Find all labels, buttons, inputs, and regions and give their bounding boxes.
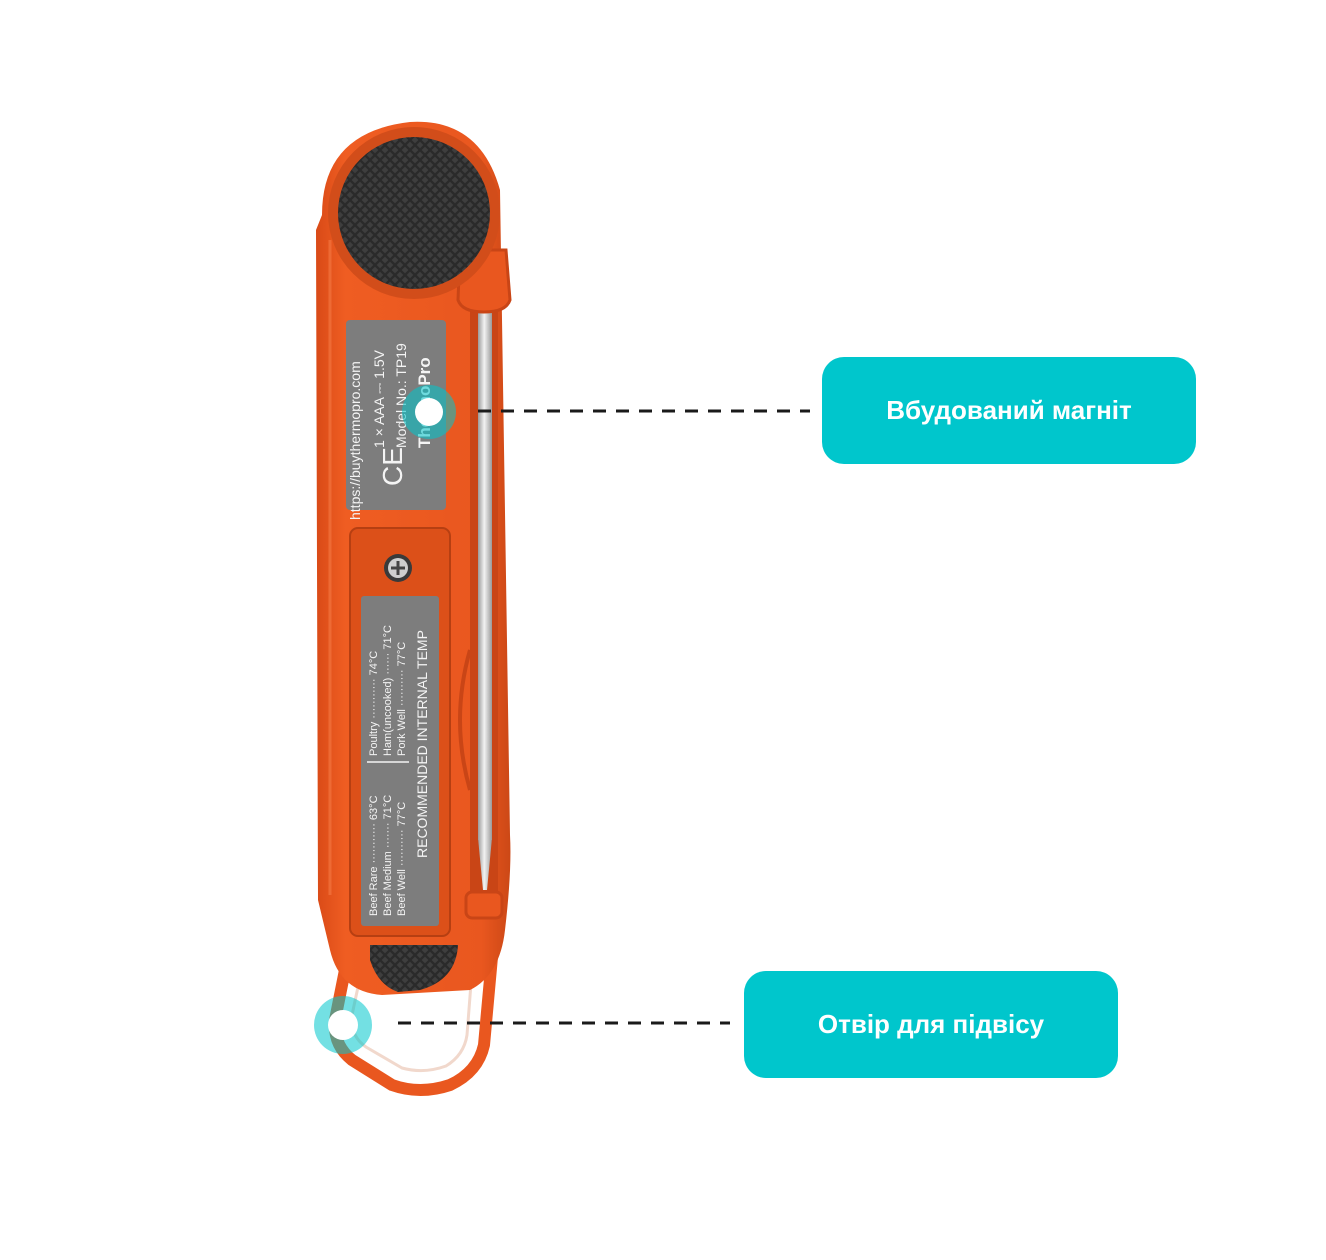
label-url: https://buythermopro.com (347, 361, 363, 520)
label-plate (346, 320, 446, 510)
temp-row-pork-well: Pork Well ·········· 77°C (396, 642, 408, 756)
probe-clip (464, 890, 504, 920)
callout-built-in-magnet: Вбудований магніт (822, 357, 1196, 464)
probe-tip (478, 838, 492, 890)
round-grip (338, 137, 490, 289)
bottom-grip (370, 945, 458, 992)
callout-hang-hole: Отвір для підвісу (744, 971, 1118, 1078)
screw-icon (384, 554, 412, 582)
label-model: Model No.: TP19 (393, 343, 409, 448)
label-battery: 1 × AAA ⎓ 1.5V (371, 349, 387, 448)
temp-chart-title: RECOMMENDED INTERNAL TEMP (414, 630, 430, 858)
ce-mark-icon: CE (377, 447, 408, 486)
temp-chart-plate (361, 596, 439, 926)
temp-row-beef-rare: Beef Rare ··········· 63°C (368, 795, 380, 916)
temp-row-ham: Ham(uncooked) ······ 71°C (382, 625, 394, 756)
side-bump (458, 649, 472, 791)
temp-row-beef-well: Beef Well ·········· 77°C (396, 802, 408, 916)
temp-row-poultry: Poultry ··········· 74°C (368, 651, 380, 756)
temp-row-beef-medium: Beef Medium ······· 71°C (382, 795, 394, 916)
probe-shaft (478, 300, 492, 840)
hang-hole-marker-icon (314, 996, 372, 1054)
magnet-marker-icon (402, 385, 456, 439)
